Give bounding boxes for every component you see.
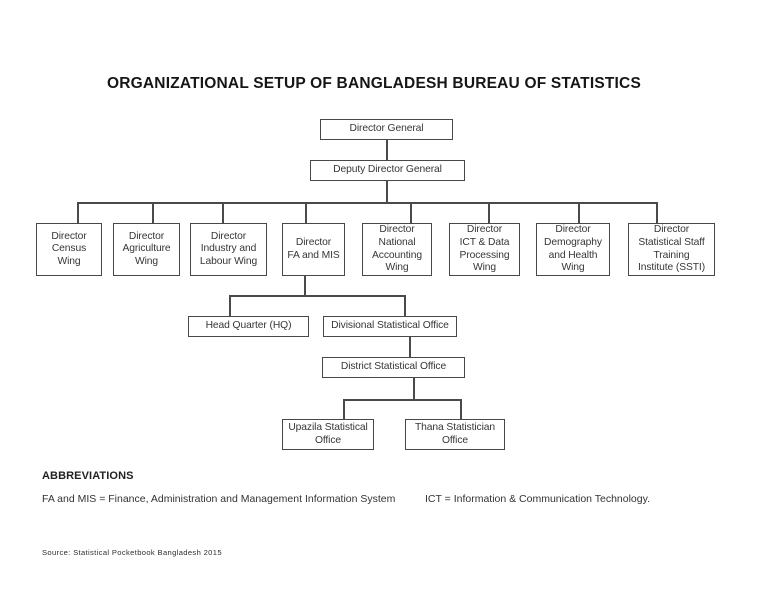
connector-drop-national-accounting <box>410 202 412 224</box>
connector-dg-to-ddg <box>386 140 388 160</box>
node-director-agriculture-wing: Director Agriculture Wing <box>113 223 180 276</box>
connector-upazila-thana-bar <box>343 399 462 401</box>
connector-drop-agriculture <box>152 202 154 224</box>
node-deputy-director-general: Deputy Director General <box>310 160 465 181</box>
connector-drop-fa-mis <box>305 202 307 224</box>
node-upazila-statistical-office: Upazila Statistical Office <box>282 419 374 450</box>
node-director-industry-labour-wing: Director Industry and Labour Wing <box>190 223 267 276</box>
node-thana-statistician-office: Thana Statistician Office <box>405 419 505 450</box>
connector-district-down <box>413 377 415 400</box>
connector-drop-ssti <box>656 202 658 224</box>
abbreviations-heading: ABBREVIATIONS <box>42 470 134 482</box>
connector-hq-div-bar <box>229 295 406 297</box>
connector-drop-hq <box>229 295 231 317</box>
page-title: ORGANIZATIONAL SETUP OF BANGLADESH BUREA… <box>107 75 641 92</box>
node-head-quarter: Head Quarter (HQ) <box>188 316 309 337</box>
node-director-ict-data-processing-wing: Director ICT & Data Processing Wing <box>449 223 520 276</box>
connector-drop-divisional <box>404 295 406 317</box>
source-note: Source: Statistical Pocketbook Banglades… <box>42 548 222 557</box>
node-divisional-statistical-office: Divisional Statistical Office <box>323 316 457 337</box>
connector-drop-thana <box>460 399 462 420</box>
connector-drop-census <box>77 202 79 224</box>
connector-drop-ict <box>488 202 490 224</box>
abbreviation-ict: ICT = Information & Communication Techno… <box>425 493 650 505</box>
connector-wings-bar <box>77 202 658 204</box>
node-director-fa-and-mis: Director FA and MIS <box>282 223 345 276</box>
connector-div-to-district <box>409 337 411 358</box>
node-director-ssti: Director Statistical Staff Training Inst… <box>628 223 715 276</box>
abbreviation-fa-mis: FA and MIS = Finance, Administration and… <box>42 493 396 505</box>
node-district-statistical-office: District Statistical Office <box>322 357 465 378</box>
node-director-national-accounting-wing: Director National Accounting Wing <box>362 223 432 276</box>
node-director-demography-health-wing: Director Demography and Health Wing <box>536 223 610 276</box>
connector-drop-upazila <box>343 399 345 420</box>
connector-fa-mis-down <box>304 275 306 295</box>
node-director-general: Director General <box>320 119 453 140</box>
node-director-census-wing: Director Census Wing <box>36 223 102 276</box>
connector-drop-industry <box>222 202 224 224</box>
connector-ddg-down <box>386 181 388 203</box>
connector-drop-demography <box>578 202 580 224</box>
